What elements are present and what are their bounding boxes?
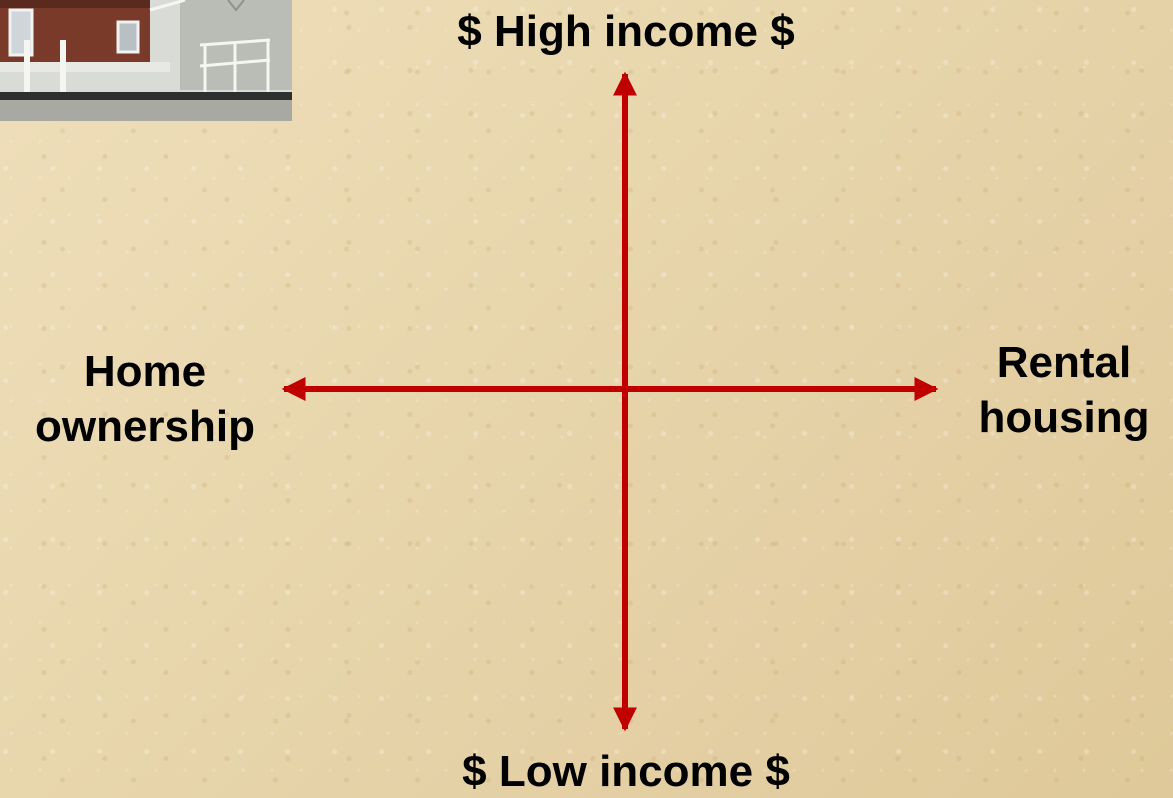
low-income-label: $ Low income $ bbox=[462, 747, 790, 796]
rental-housing-line1: Rental bbox=[996, 338, 1132, 387]
high-income-label: $ High income $ bbox=[457, 7, 795, 56]
rental-housing-line2: housing bbox=[978, 393, 1150, 442]
home-ownership-line1: Home bbox=[83, 347, 207, 396]
home-ownership-line2: ownership bbox=[34, 402, 256, 451]
home-ownership-label: Home ownership bbox=[0, 344, 290, 454]
house-photo-icon bbox=[0, 0, 292, 121]
rental-housing-label: Rental housing bbox=[955, 335, 1173, 445]
